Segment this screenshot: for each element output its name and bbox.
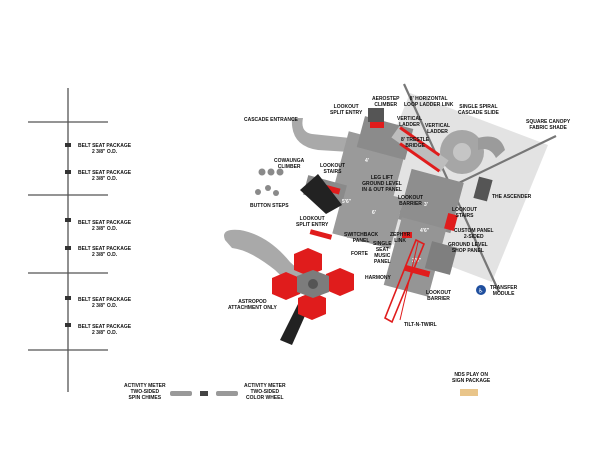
upper-red-panel: [370, 120, 384, 128]
transfer-module-icon: [476, 285, 486, 295]
lookout-barrier-bottom-panel: [403, 264, 431, 278]
deck-height: 6': [372, 210, 376, 216]
swing-seats: [65, 143, 71, 327]
swing-seat: [65, 323, 71, 327]
label-cascade-entrance: CASCADE ENTRANCE: [244, 117, 298, 123]
nds-sign: [460, 389, 478, 396]
transfer-module-glyph: ♿: [478, 288, 483, 295]
swing-seat: [65, 170, 71, 174]
label-harmony: HARMONY: [365, 275, 391, 281]
swing-seat: [65, 143, 71, 147]
aerostep-climber: [368, 108, 384, 122]
label-forte: FORTE: [351, 251, 368, 257]
deck-height: 5'6": [342, 199, 352, 205]
deck-shop: [424, 241, 458, 275]
tilt-n-twirl-line: [399, 241, 419, 321]
label-the-ascender: THE ASCENDER: [492, 194, 532, 200]
right-red-panel: [444, 212, 458, 232]
swing-seat: [65, 246, 71, 250]
the-ascender: [473, 176, 493, 202]
spiral-slide-center: [453, 143, 471, 161]
astropod-pod: [294, 248, 322, 276]
label-tilt-n-twirl: TILT-N-TWIRL: [404, 322, 437, 328]
astropod-pod: [326, 268, 354, 296]
step-red: [402, 232, 412, 238]
trestle-bridge: [391, 126, 449, 173]
climbing-net-top: [300, 174, 342, 214]
button-steps: [255, 185, 279, 196]
deck-height: 4'6": [420, 228, 430, 234]
astropod-pod: [272, 272, 300, 300]
activity-meter-color-wheel: [216, 391, 238, 396]
cascade-entrance-slide: [291, 118, 350, 152]
spiral-slide-chute: [478, 136, 505, 158]
cowaunga-climber: [258, 168, 284, 176]
activity-meter-spin-chimes: [170, 391, 192, 396]
lookout-split-entry-panel: [309, 229, 333, 240]
deck-middle: [332, 183, 404, 249]
astropod-pod: [298, 292, 326, 320]
swing-frame: [28, 88, 108, 392]
deck-height: 3': [424, 202, 428, 208]
astropod: [272, 248, 354, 320]
swing-seat: [65, 218, 71, 222]
deck-height: 4': [365, 158, 369, 164]
tilt-n-twirl: [384, 238, 426, 324]
label-button-steps: BUTTON STEPS: [250, 203, 289, 209]
swing-seat: [65, 296, 71, 300]
activity-meter-mid: [200, 391, 208, 396]
